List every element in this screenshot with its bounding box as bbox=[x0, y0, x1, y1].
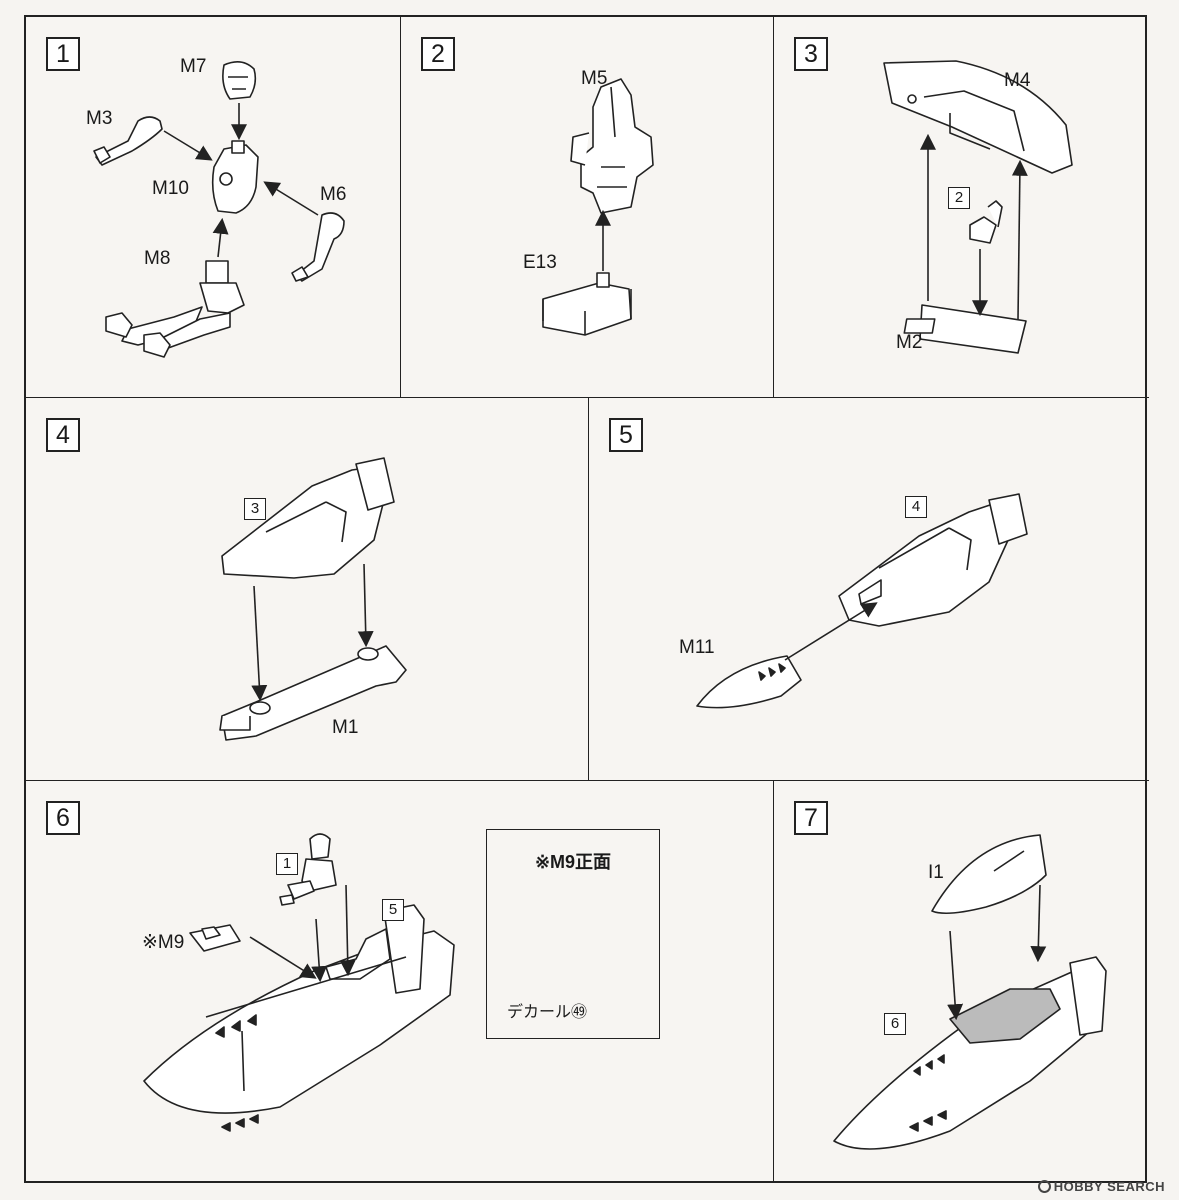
cockpit-tub-parts bbox=[883, 60, 1073, 354]
step-ref: 2 bbox=[948, 187, 970, 209]
step-7-panel: 7 I1 6 bbox=[774, 781, 1149, 1183]
step-number: 1 bbox=[46, 37, 80, 71]
label-m9: ※M9 bbox=[142, 932, 185, 953]
step-number: 5 bbox=[609, 418, 643, 452]
step-3-panel: 3 bbox=[774, 17, 1149, 398]
decal-label: デカール㊾ bbox=[507, 1004, 588, 1021]
step-5-panel: 5 4 M11 bbox=[589, 398, 1149, 781]
step-6-panel: 6 bbox=[26, 781, 774, 1183]
label-m8: M8 bbox=[144, 248, 171, 269]
label-m5: M5 bbox=[581, 68, 608, 89]
step-number: 3 bbox=[794, 37, 828, 71]
step-number: 6 bbox=[46, 801, 80, 835]
watermark: HOBBY SEARCH bbox=[1037, 1179, 1165, 1194]
step-number: 7 bbox=[794, 801, 828, 835]
step-ref: 1 bbox=[276, 853, 298, 875]
step-2-panel: 2 M5 E13 bbox=[401, 17, 774, 398]
label-m4: M4 bbox=[1004, 70, 1031, 91]
step-ref: 6 bbox=[884, 1013, 906, 1035]
label-m11: M11 bbox=[679, 637, 715, 658]
step-number: 4 bbox=[46, 418, 80, 452]
instruction-sheet: 1 bbox=[24, 15, 1149, 1183]
step-4-panel: 4 3 M1 bbox=[26, 398, 589, 781]
step-ref: 3 bbox=[244, 498, 266, 520]
nose-cone-assembly bbox=[696, 493, 1028, 709]
label-e13: E13 bbox=[523, 252, 557, 273]
label-m1: M1 bbox=[332, 717, 359, 738]
seat-parts bbox=[542, 78, 654, 336]
fuselage-assembly bbox=[219, 457, 407, 741]
label-m7: M7 bbox=[180, 56, 207, 77]
inset-title: ※M9正面 bbox=[534, 852, 612, 872]
hobby-search-logo-icon bbox=[1037, 1180, 1051, 1193]
canopy-assembly bbox=[833, 834, 1107, 1150]
label-m6: M6 bbox=[320, 184, 347, 205]
step-ref: 4 bbox=[905, 496, 927, 518]
label-m10: M10 bbox=[152, 178, 189, 199]
step-1-panel: 1 bbox=[26, 17, 401, 398]
label-i1: I1 bbox=[928, 862, 944, 883]
step-ref: 5 bbox=[382, 899, 404, 921]
pilot-figure-parts bbox=[93, 61, 345, 358]
step-number: 2 bbox=[421, 37, 455, 71]
label-m2: M2 bbox=[896, 332, 923, 353]
cockpit-final-assembly bbox=[143, 833, 633, 1132]
m9-front-inset: ※M9正面 デカール㊾ bbox=[486, 829, 660, 1039]
watermark-text: HOBBY SEARCH bbox=[1053, 1179, 1165, 1194]
label-m3: M3 bbox=[86, 108, 113, 129]
